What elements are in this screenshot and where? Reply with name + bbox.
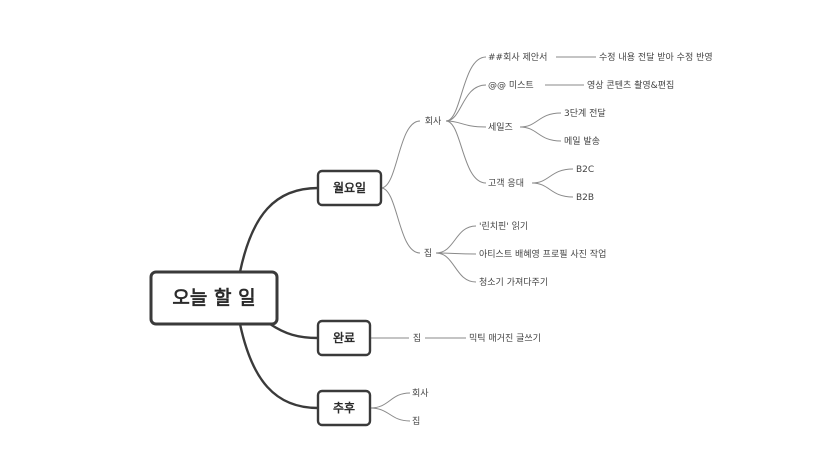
edge-root-later [238,323,319,410]
monday-node[interactable]: 월요일 [316,169,383,207]
edge-later-item1 [369,392,411,409]
monday-home-item[interactable]: 청소기 가져다주기 [479,277,548,288]
edge-root-monday [238,186,319,273]
root-box [149,270,279,326]
edge-company-customer [445,120,487,184]
later-item[interactable]: 회사 [412,388,429,399]
later-item[interactable]: 집 [412,415,420,427]
sales-item[interactable]: 3단계 전달 [564,107,606,119]
edge-sales-item2 [519,126,562,142]
company-label[interactable]: 회사 [425,116,442,127]
monday-home-item[interactable]: 아티스트 배혜영 프로필 사진 작업 [479,248,606,260]
monday-label: 월요일 [333,180,366,195]
monday-home-label[interactable]: 집 [424,247,432,259]
proposal-detail[interactable]: 수정 내용 전달 받아 수정 반영 [599,51,713,63]
edge-customer-b2c [531,168,574,184]
edge-company-proposal [445,56,487,122]
customer-item[interactable]: B2B [576,193,594,203]
done-box [316,319,372,357]
root-node[interactable]: 오늘 할 일 [149,270,279,326]
edge-sales-item1 [519,112,562,128]
monday-home-item[interactable]: '린치핀' 읽기 [479,220,528,232]
edge-home-item1 [435,225,477,254]
later-node[interactable]: 추후 [316,389,372,427]
monday-box [316,169,383,207]
edge-later-item2 [369,407,411,422]
sales-item[interactable]: 메일 발송 [564,136,600,147]
edge-monday-home [380,187,421,254]
edge-customer-b2b [531,182,574,198]
mist-label[interactable]: @@ 미스트 [488,80,534,91]
later-box [316,389,372,427]
customer-label[interactable]: 고객 응대 [488,178,524,189]
edge-monday-company [380,120,421,189]
root-label: 오늘 할 일 [172,286,255,309]
later-label: 추후 [333,400,355,415]
edge-root-done [269,323,319,340]
done-label: 완료 [333,331,355,345]
customer-item[interactable]: B2C [576,165,594,175]
done-home-label[interactable]: 집 [413,332,421,344]
done-node[interactable]: 완료 [316,319,372,357]
edge-company-mist [445,84,487,122]
edge-company-sales [445,120,487,128]
edge-home-item3 [435,252,477,283]
proposal-label[interactable]: ##회사 제안서 [488,52,547,63]
sales-label[interactable]: 세일즈 [488,122,513,133]
done-home-detail[interactable]: 믹틱 매거진 글쓰기 [469,332,541,344]
mist-detail[interactable]: 영상 콘텐츠 촬영&편집 [587,79,674,91]
